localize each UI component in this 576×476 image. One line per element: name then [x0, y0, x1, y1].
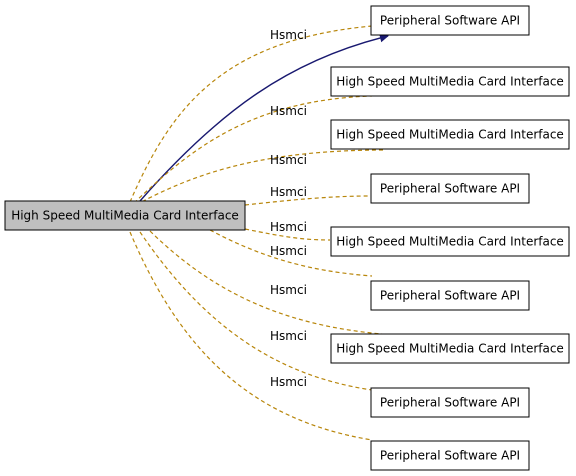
edges	[129, 25, 389, 441]
node[interactable]: High Speed MultiMedia Card Interface	[330, 226, 570, 257]
edge-to-node-3	[135, 149, 387, 206]
node-label: Peripheral Software API	[380, 14, 520, 28]
focus-node-label: High Speed MultiMedia Card Interface	[11, 209, 239, 223]
node[interactable]: Peripheral Software API	[370, 280, 530, 311]
edge-to-node-2	[133, 95, 373, 204]
edge-to-node-6	[209, 229, 373, 277]
node-label: High Speed MultiMedia Card Interface	[336, 235, 564, 249]
edge-to-node-7	[149, 230, 383, 335]
node[interactable]: High Speed MultiMedia Card Interface	[330, 66, 570, 97]
edge-label: Hsmci	[270, 329, 307, 343]
edge-labels: Hsmci Hsmci Hsmci Hsmci Hsmci Hsmci Hsmc…	[270, 28, 307, 389]
node[interactable]: Peripheral Software API	[370, 173, 530, 204]
edge-to-node-1	[139, 33, 389, 202]
edge-to-node-9	[129, 231, 373, 441]
node[interactable]: High Speed MultiMedia Card Interface	[330, 119, 570, 150]
edge-to-node-4	[244, 195, 371, 206]
node-label: High Speed MultiMedia Card Interface	[336, 342, 564, 356]
edge-label: Hsmci	[270, 153, 307, 167]
edge-label: Hsmci	[270, 185, 307, 199]
node-label: Peripheral Software API	[380, 289, 520, 303]
node[interactable]: Peripheral Software API	[370, 387, 530, 418]
edge-to-node-1-dashed	[129, 25, 373, 203]
edge-label: Hsmci	[270, 220, 307, 234]
node[interactable]: Peripheral Software API	[370, 5, 530, 36]
edge-label: Hsmci	[270, 28, 307, 42]
node-label: Peripheral Software API	[380, 449, 520, 463]
edge-label: Hsmci	[270, 104, 307, 118]
node-label: High Speed MultiMedia Card Interface	[336, 75, 564, 89]
focus-node: High Speed MultiMedia Card Interface	[4, 200, 246, 231]
edge-label: Hsmci	[270, 244, 307, 258]
node[interactable]: Peripheral Software API	[370, 440, 530, 471]
node-label: Peripheral Software API	[380, 396, 520, 410]
node-label: Peripheral Software API	[380, 182, 520, 196]
edge-to-node-5	[244, 228, 331, 241]
edge-label: Hsmci	[270, 375, 307, 389]
node[interactable]: High Speed MultiMedia Card Interface	[330, 333, 570, 364]
edge-label: Hsmci	[270, 283, 307, 297]
node-label: High Speed MultiMedia Card Interface	[336, 128, 564, 142]
